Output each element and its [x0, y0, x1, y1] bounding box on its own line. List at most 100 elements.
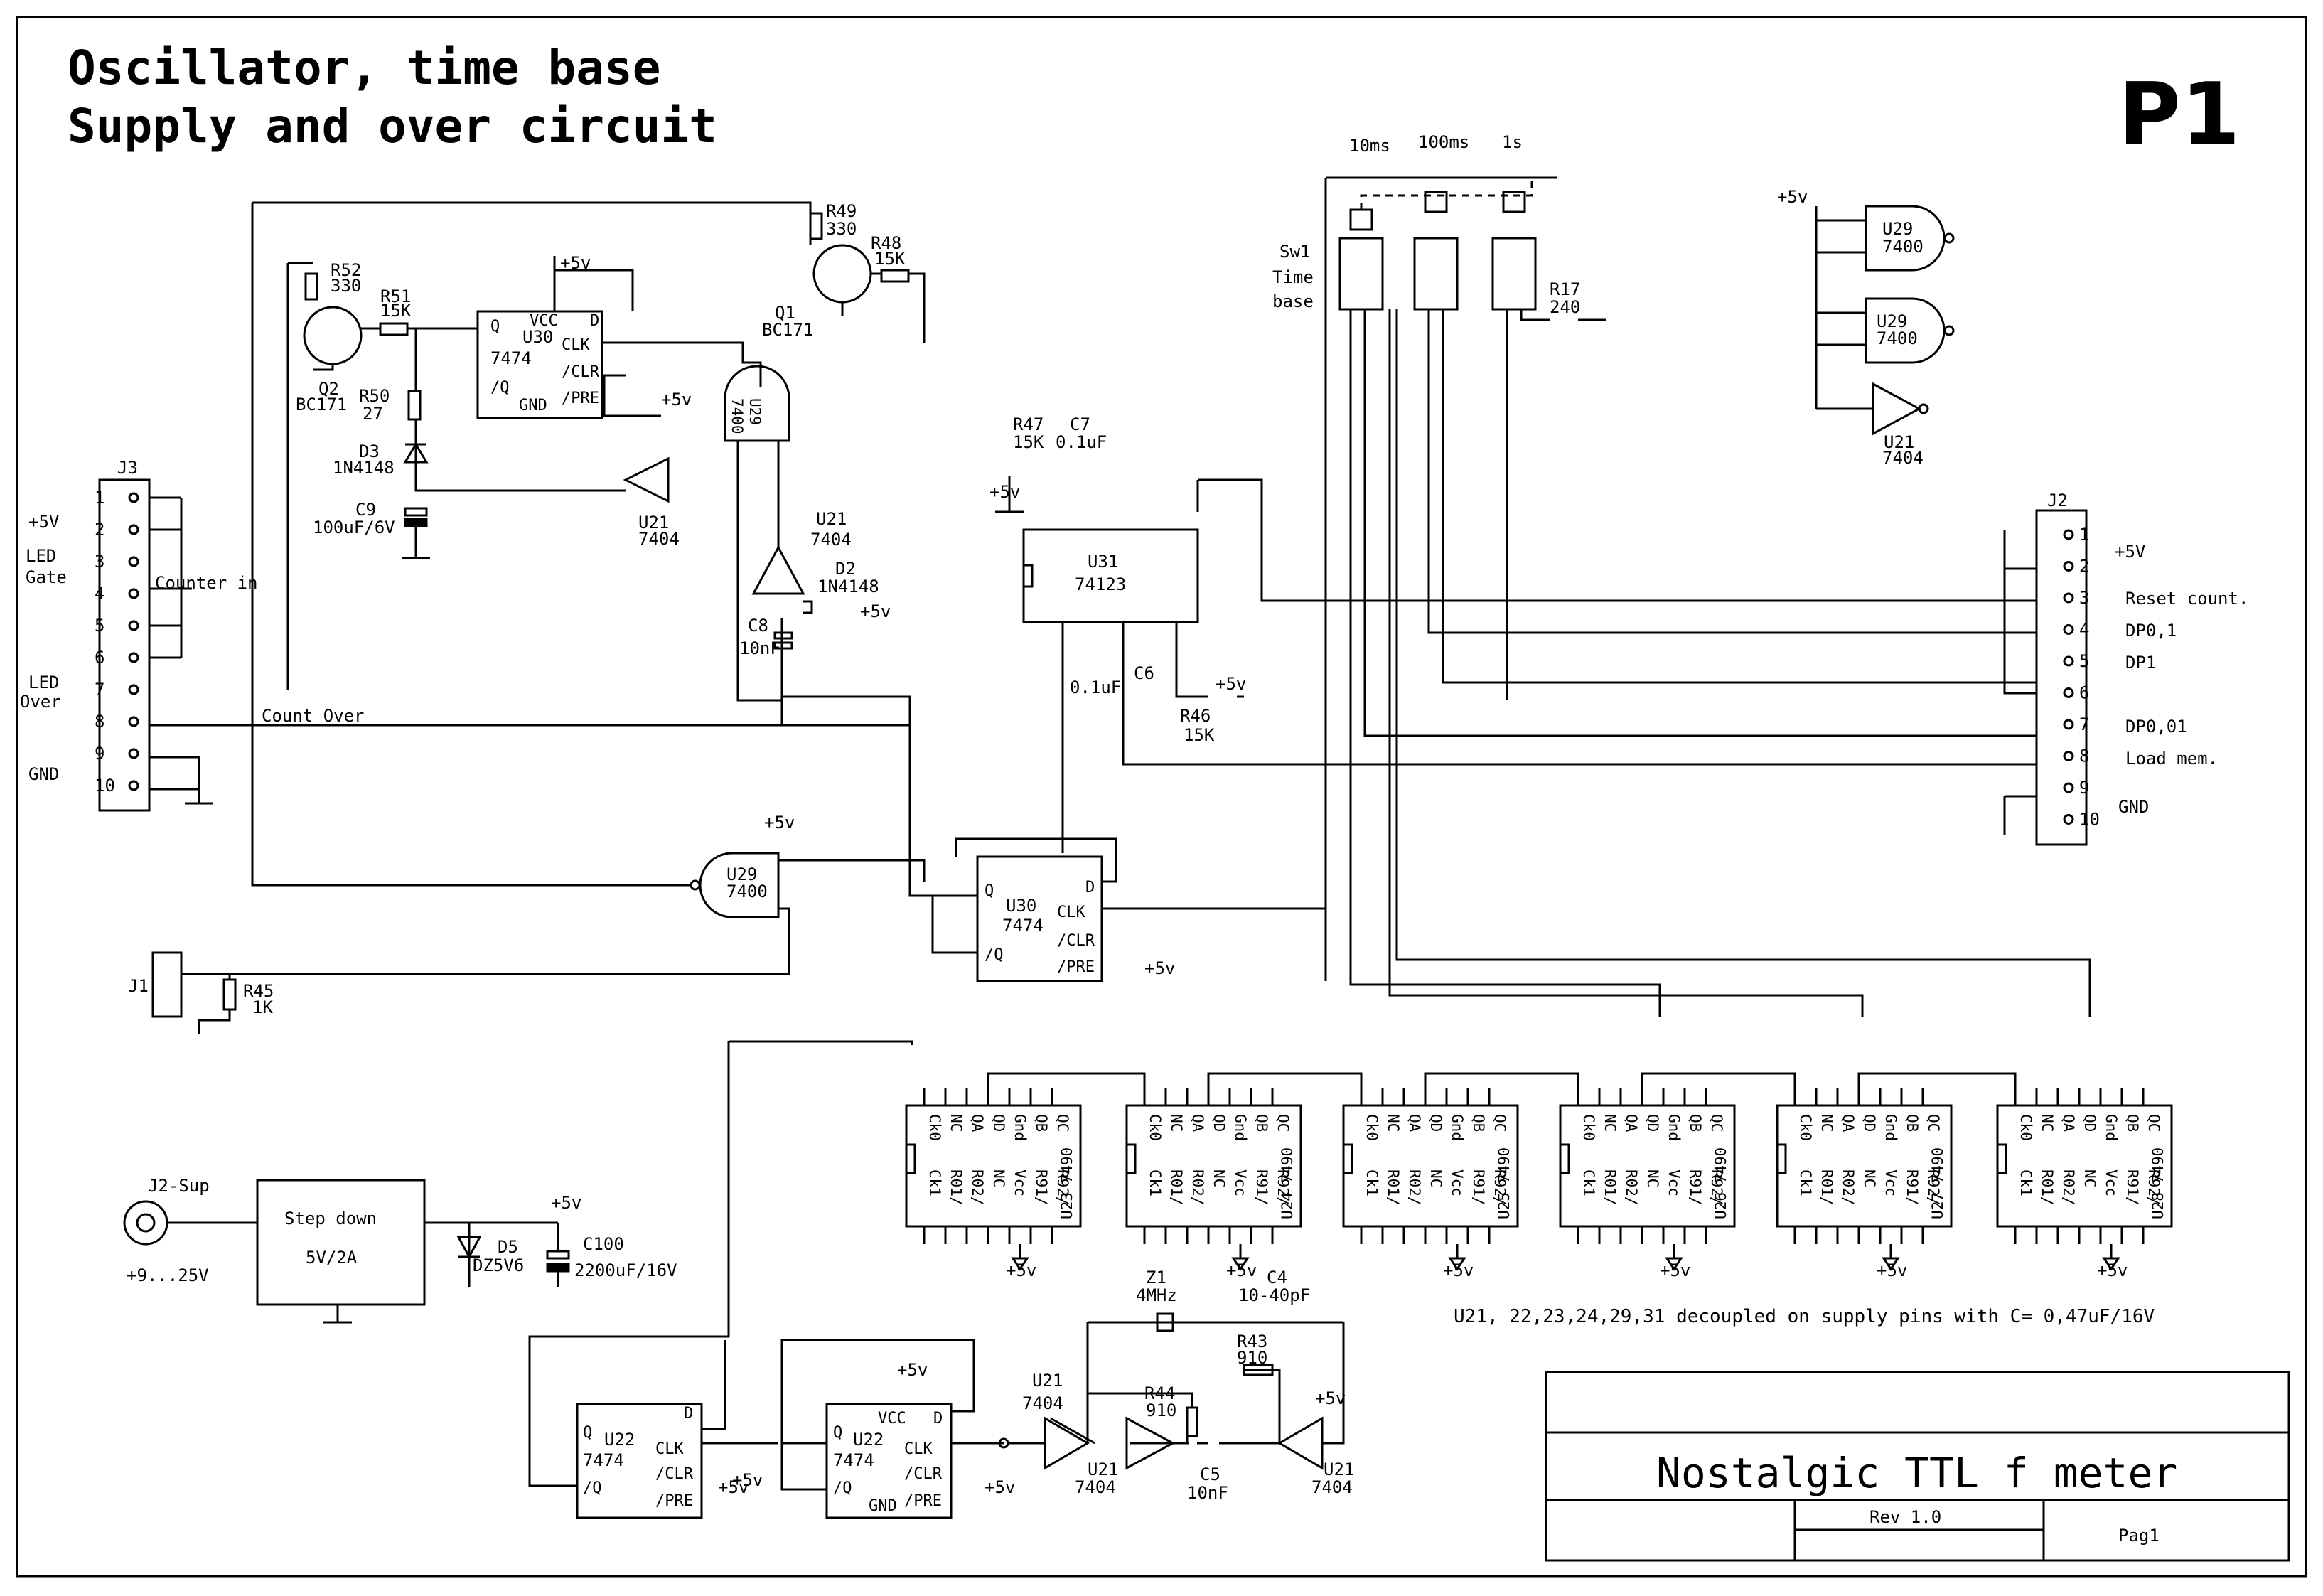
decade-u27-botlabel: R92/ — [1925, 1169, 1942, 1206]
decade-u24-plus5: +5v — [1226, 1260, 1257, 1280]
sw1-name-1: Time — [1272, 267, 1314, 287]
decade-u26-label: U26 7490 — [1712, 1147, 1729, 1219]
page-id: P1 — [2118, 65, 2240, 164]
decade-u26-toplabel: NC — [1602, 1114, 1619, 1132]
decade-u23-toplabel: Gnd — [1012, 1114, 1029, 1141]
r48-ref: R48 — [871, 233, 901, 253]
u30-top-d: D — [590, 312, 599, 330]
decade-u24-toplabel: NC — [1168, 1114, 1185, 1132]
decade-u26-toplabel: QD — [1644, 1114, 1661, 1132]
decade-u28-botlabel: R01/ — [2039, 1169, 2056, 1206]
u30-bot-type: 7474 — [1002, 916, 1044, 936]
decade-u23-botlabel: R01/ — [948, 1169, 965, 1206]
u22a-q: Q — [583, 1424, 592, 1442]
decade-u28-notch — [1997, 1143, 2007, 1174]
j3-pin-10-number: 10 — [95, 776, 115, 796]
u30-top-clr: /CLR — [562, 363, 600, 381]
u30-top-ref: U30 — [522, 327, 553, 347]
j3-pin-5-number: 5 — [95, 616, 104, 636]
u29-mid-type: 7400 — [726, 882, 768, 901]
u22b-q: Q — [833, 1424, 842, 1442]
j3-pin-10-circle — [128, 780, 139, 791]
j2-ref: J2 — [2047, 491, 2068, 510]
j1-connector — [151, 951, 237, 1034]
stepdown-line2: 5V/2A — [306, 1248, 358, 1268]
decade-u25-botlabel: Vcc — [1449, 1169, 1466, 1196]
decade-u25-botlabel: Ck1 — [1363, 1169, 1380, 1196]
u21-osc2-ref: U21 — [1088, 1460, 1118, 1479]
decade-u27-toplabel: QC — [1925, 1114, 1942, 1132]
u21-tr-type: 7404 — [1882, 448, 1924, 468]
j3-plus5-label: +5V — [28, 512, 59, 532]
decade-u26-toplabel: QC — [1708, 1114, 1725, 1132]
decade-u25-botlabel: R91/ — [1470, 1169, 1487, 1206]
j3-pin-7-circle — [128, 684, 139, 695]
decade-u28-botlabel: Vcc — [2103, 1169, 2120, 1196]
decade-u26-toplabel: Ck0 — [1580, 1114, 1597, 1141]
r48-value: 15K — [874, 249, 906, 269]
u29b-type: 7400 — [1877, 328, 1918, 348]
r46-ref: R46 — [1180, 706, 1211, 726]
j2-pin-6-number: 6 — [2079, 683, 2089, 703]
j3-pin-9-number: 9 — [95, 744, 104, 764]
sw1-name-2: base — [1272, 291, 1314, 311]
j2-pin-1-circle — [2063, 529, 2074, 540]
j2-pin-8-number: 8 — [2079, 746, 2089, 766]
decade-u26-toplabel: QA — [1623, 1114, 1640, 1132]
j3-pin-8-number: 8 — [95, 712, 104, 732]
decade-u27-label: U27 7490 — [1929, 1147, 1946, 1219]
c5-value: 10nF — [1187, 1483, 1228, 1503]
j3-connector — [98, 478, 151, 812]
j1-ref: J1 — [128, 976, 149, 996]
u30-bot-pre: /PRE — [1057, 958, 1095, 976]
r52-ref: R52 — [331, 260, 361, 280]
u21-osc3-plus5: +5v — [1315, 1388, 1346, 1408]
j3-led-gate-1: LED — [26, 546, 56, 566]
r17-value: 240 — [1550, 297, 1580, 317]
u21-osc3-type: 7404 — [1311, 1477, 1353, 1497]
c5-ref: C5 — [1200, 1464, 1220, 1484]
sw1-range-10ms: 10ms — [1349, 136, 1390, 156]
decade-u27-toplabel: QD — [1861, 1114, 1878, 1132]
decade-u26-vcc-arrow — [1665, 1257, 1683, 1271]
u30-top-q: Q — [490, 318, 500, 336]
u22b-clr: /CLR — [904, 1465, 943, 1483]
u22b-ref: U22 — [853, 1430, 884, 1450]
decade-carry-wire — [1641, 1072, 1796, 1088]
u22b-pre: /PRE — [904, 1492, 942, 1510]
u22b-nq: /Q — [833, 1479, 852, 1497]
decade-u28-body — [1996, 1104, 2173, 1228]
j2-pin-1-number: 1 — [2079, 525, 2089, 545]
decade-u25-toplabel: QB — [1470, 1114, 1487, 1132]
u30-top-vcc: VCC — [530, 312, 558, 330]
decade-u28-plus5: +5v — [2097, 1260, 2128, 1280]
decade-u28-vcc-arrow — [2102, 1257, 2120, 1271]
u22a-nq: /Q — [583, 1479, 602, 1497]
decade-u28-botlabel: Ck1 — [2017, 1169, 2034, 1196]
c8-value: 10nF — [739, 638, 780, 658]
decade-u27-vcc-arrow — [1882, 1257, 1900, 1271]
u30-bot-plus5: +5v — [1144, 958, 1175, 978]
u30-bot-d: D — [1085, 879, 1095, 896]
decade-u23-toplabel: QD — [990, 1114, 1007, 1132]
stepdown-line1: Step down — [284, 1209, 377, 1228]
decade-u27-toplabel: QB — [1904, 1114, 1921, 1132]
j2-label-dp1: DP1 — [2125, 653, 2156, 673]
decade-u24-toplabel: Ck0 — [1147, 1114, 1164, 1141]
u31-type: 74123 — [1075, 574, 1126, 594]
decade-u24-botlabel: Ck1 — [1147, 1169, 1164, 1196]
c7-value: 0.1uF — [1056, 432, 1107, 452]
j2sup-ref: J2-Sup — [148, 1176, 210, 1196]
u30-bot-nq: /Q — [985, 946, 1004, 964]
decade-u24-toplabel: QA — [1189, 1114, 1206, 1132]
decade-carry-wire — [1857, 1072, 2017, 1088]
u22a-pre: /PRE — [655, 1492, 693, 1510]
decade-u23-botlabel: R02/ — [969, 1169, 986, 1206]
u22b-d: D — [933, 1410, 943, 1428]
decade-u24-toplabel: QC — [1275, 1114, 1292, 1132]
decade-u28-toplabel: Ck0 — [2017, 1114, 2034, 1141]
decade-u23-botlabel: R92/ — [1054, 1169, 1071, 1206]
decade-u24-toplabel: Gnd — [1232, 1114, 1249, 1141]
u29-vert-type: 7400 — [729, 398, 746, 434]
